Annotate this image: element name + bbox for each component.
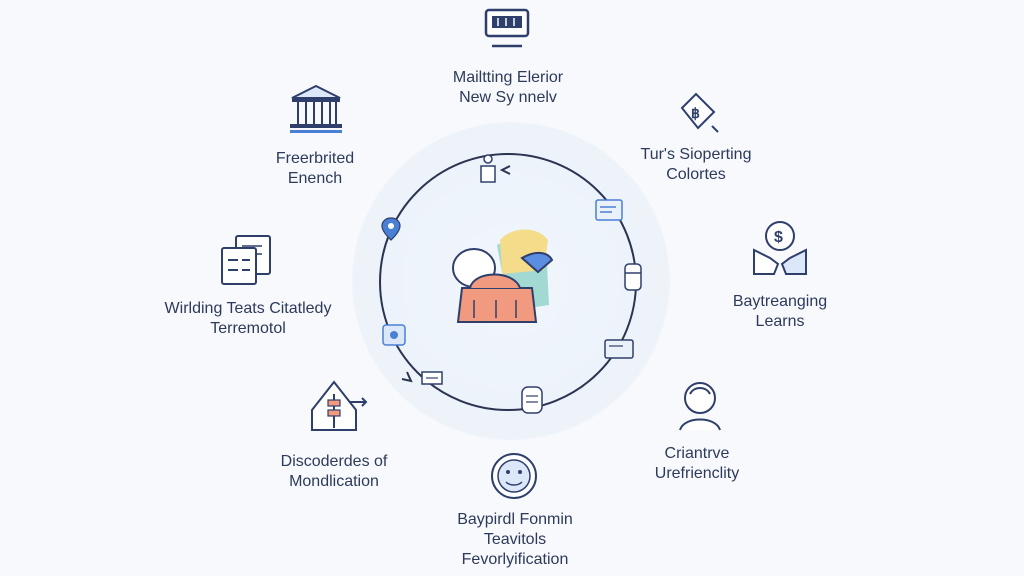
node-label-right-line-2: Learns	[755, 313, 805, 330]
dollar-hands-icon: $	[753, 221, 807, 275]
node-label-bottom-line-2: Teavitols	[483, 531, 547, 548]
ring-chart-card-icon	[595, 199, 623, 221]
node-label-top-right-line-2: Colortes	[666, 166, 726, 183]
hub-illustration-icon	[452, 229, 554, 323]
node-label-bottom-left-line-1: Discoderdes of	[280, 453, 388, 470]
node-label-right-line-1: Baytreanging	[732, 293, 828, 310]
bank-building-icon	[290, 84, 342, 133]
arrow-head-top	[499, 165, 511, 175]
ring-robot-icon	[521, 386, 543, 414]
node-label-top-line-1: Mailtting Elerior	[452, 69, 564, 86]
ring-folder-icon	[604, 339, 634, 359]
node-label-left: Wirlding Teats Citatledy Terremotol	[165, 299, 332, 339]
monitor-icon	[484, 8, 530, 48]
ring-jar-icon	[624, 263, 642, 291]
ring-location-pin-icon	[381, 217, 401, 241]
globe-face-icon	[491, 453, 537, 499]
node-label-bottom-left: Discoderdes of Mondlication	[281, 452, 388, 492]
node-label-bottom-right-line-1: Criantrve	[664, 445, 730, 462]
node-label-bottom-left-line-2: Mondlication	[289, 473, 379, 490]
bitcoin-tag-icon: ฿	[680, 92, 719, 133]
node-label-bottom-right-line-2: Urefrienclity	[654, 465, 740, 482]
node-label-top-left: Freerbrited Enench	[276, 149, 354, 189]
node-label-top-right: Tur's Sioperting Colortes	[641, 145, 752, 185]
ring-photo-card-icon	[382, 324, 406, 346]
node-label-top-left-line-2: Enench	[287, 170, 343, 187]
svg-text:฿: ฿	[691, 105, 700, 121]
node-label-bottom: Baypirdl Fonmin Teavitols Fevorlyificati…	[457, 510, 573, 570]
node-label-top-right-line-1: Tur's Sioperting	[640, 146, 752, 163]
ring-box-icon	[421, 371, 443, 385]
tree-building-icon	[311, 380, 368, 431]
node-label-top: Mailtting Elerior New Sy nnelv	[453, 68, 563, 108]
node-label-bottom-line-1: Baypirdl Fonmin	[457, 511, 573, 528]
node-label-top-left-line-1: Freerbrited	[275, 150, 355, 167]
node-label-left-line-2: Terremotol	[210, 320, 286, 337]
node-label-bottom-right: Criantrve Urefrienclity	[655, 444, 739, 484]
node-label-top-line-2: New Sy nnelv	[459, 89, 557, 106]
arrow-head-bottom-left	[401, 371, 413, 383]
svg-text:$: $	[774, 229, 783, 246]
node-label-bottom-line-3: Fevorlyification	[461, 551, 569, 568]
person-avatar-icon	[679, 382, 721, 431]
documents-icon	[221, 235, 271, 285]
node-label-right: Baytreanging Learns	[733, 292, 827, 332]
ring-person-icon	[480, 154, 496, 183]
node-label-left-line-1: Wirlding Teats Citatledy	[164, 300, 332, 317]
